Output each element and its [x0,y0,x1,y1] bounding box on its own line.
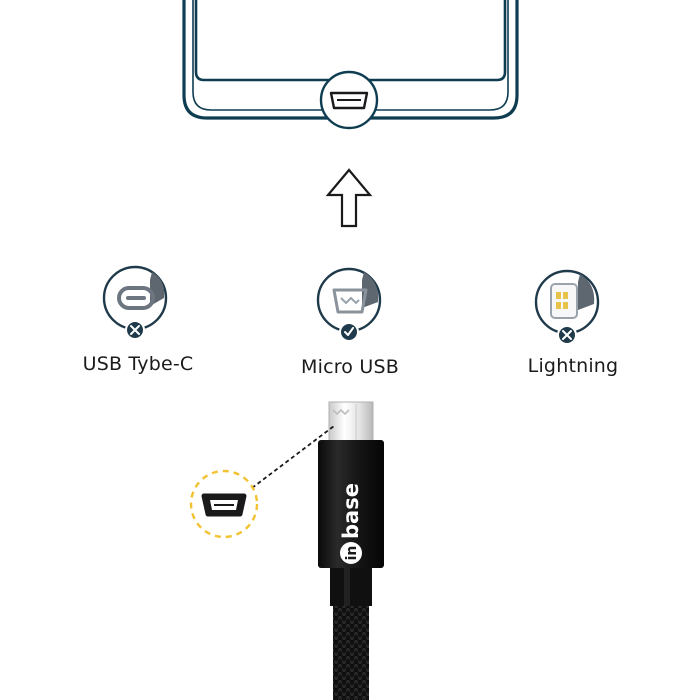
cross-icon [557,325,577,345]
micro-usb-cable: in base [318,401,384,700]
svg-text:base: base [339,483,363,539]
connector-label-lightning: Lightning [528,355,619,377]
phone-screen [194,0,507,82]
connector-option-lightning: Lightning [528,269,619,377]
usb-type-c-port-icon [117,272,165,310]
connector-label-usb-type-c: USB Tybe-C [83,353,194,375]
phone-outline [182,0,519,130]
svg-text:in: in [344,546,360,561]
strain-relief [330,566,372,606]
micro-usb-port-icon [332,272,379,314]
check-icon [339,322,359,342]
connector-label-micro-usb: Micro USB [301,356,399,378]
lightning-port-icon [550,274,595,319]
connector-option-micro-usb: Micro USB [301,267,399,378]
micro-usb-socket-icon [201,493,247,517]
braided-cord [333,600,369,700]
connector-option-usb-type-c: USB Tybe-C [83,265,194,375]
micro-usb-plug-tip [328,401,374,443]
phone-micro-usb-port-icon [319,70,379,130]
up-arrow-icon [325,168,373,228]
cross-icon [125,320,145,340]
plug-housing [318,440,384,568]
inbase-logo: in base [339,483,363,564]
connector-callout [189,425,335,539]
